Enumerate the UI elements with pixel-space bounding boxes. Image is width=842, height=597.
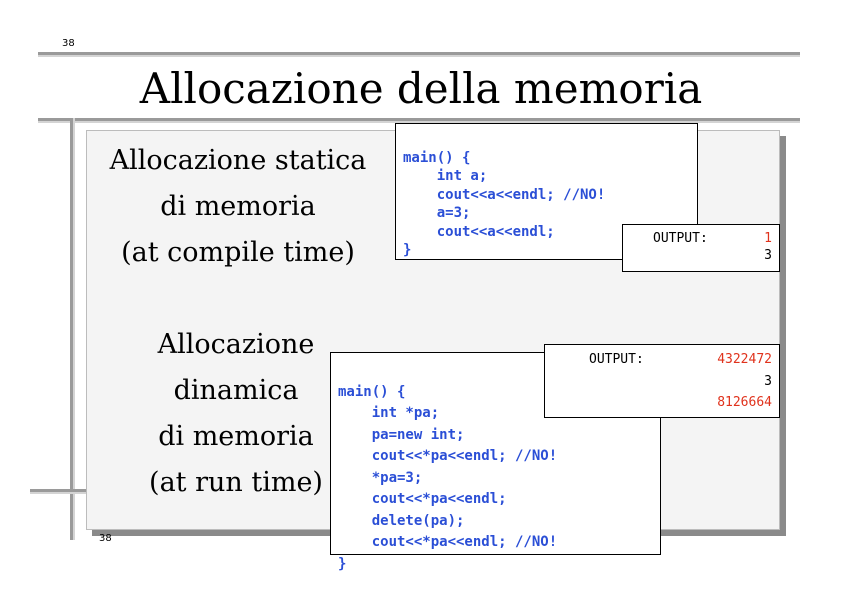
bottom-left-rule <box>30 489 86 492</box>
code-line: main() { <box>338 383 406 400</box>
code-line: cout<<a<<endl; //NO! <box>403 186 606 203</box>
left-vertical-rule-shadow <box>73 118 75 540</box>
bottom-left-rule-shadow <box>30 492 86 494</box>
static-output-label: OUTPUT: <box>653 231 708 246</box>
left-vertical-rule <box>70 118 73 540</box>
top-rule <box>38 52 800 55</box>
dynamic-heading: Allocazione dinamica di memoria (at run … <box>130 322 342 506</box>
dynamic-output-value-2: 3 <box>764 374 772 389</box>
title-rule <box>38 118 800 121</box>
title-rule-shadow <box>38 121 800 123</box>
dynamic-output-value-3: 8126664 <box>717 395 772 410</box>
static-line-1: Allocazione statica <box>109 145 367 176</box>
dynamic-line-4: (at run time) <box>149 467 323 498</box>
page-number-top: 38 <box>62 38 75 49</box>
top-rule-shadow <box>38 55 800 57</box>
dynamic-line-1: Allocazione <box>157 329 315 360</box>
dynamic-output-label: OUTPUT: <box>589 352 644 367</box>
code-line: cout<<*pa<<endl; <box>338 491 507 507</box>
static-output-box: OUTPUT: 1 3 <box>622 224 780 272</box>
static-heading: Allocazione statica di memoria (at compi… <box>98 138 378 276</box>
code-line: cout<<a<<endl; <box>403 223 555 240</box>
code-line: cout<<*pa<<endl; //NO! <box>338 448 558 464</box>
static-output-value-2: 3 <box>764 248 772 263</box>
code-line: int *pa; <box>338 405 440 421</box>
code-line: pa=new int; <box>338 426 465 443</box>
page-number-bottom: 38 <box>99 533 112 544</box>
dynamic-line-3: di memoria <box>158 421 314 452</box>
code-line: cout<<*pa<<endl; //NO! <box>338 534 558 550</box>
dynamic-output-box: OUTPUT: 4322472 3 8126664 <box>544 344 780 418</box>
code-line: main() { <box>403 149 471 166</box>
page-title: Allocazione della memoria <box>139 64 703 113</box>
code-line: *pa=3; <box>338 469 423 486</box>
dynamic-output-value-1: 4322472 <box>717 352 772 367</box>
code-line: } <box>403 242 412 258</box>
static-line-3: (at compile time) <box>121 237 355 268</box>
code-line: } <box>338 555 347 572</box>
code-line: delete(pa); <box>338 512 465 529</box>
dynamic-line-2: dinamica <box>173 375 299 406</box>
code-line: a=3; <box>403 205 471 221</box>
static-line-2: di memoria <box>160 191 316 222</box>
static-output-value-1: 1 <box>764 231 772 246</box>
code-line: int a; <box>403 168 488 184</box>
